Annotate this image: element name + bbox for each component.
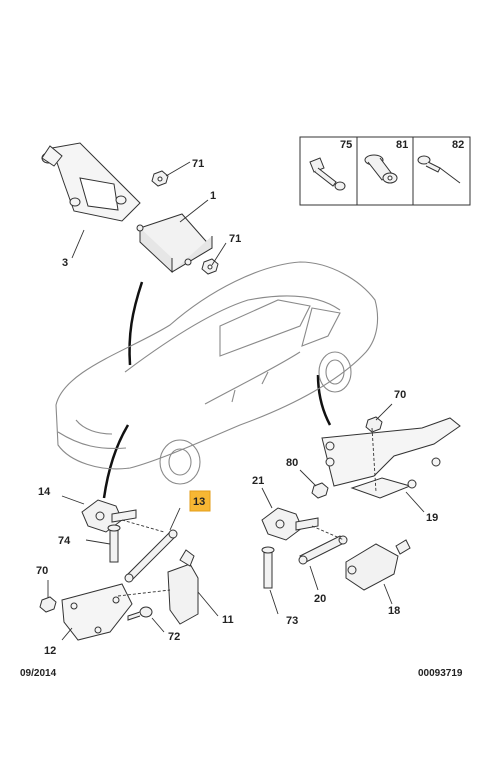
callout-80: 80: [286, 457, 298, 469]
footer-date: 09/2014: [20, 668, 57, 679]
link-part-21: [261, 507, 319, 541]
bolt-icon: [309, 157, 346, 191]
leader-lines-top: [71, 161, 227, 266]
legend-label-82: 82: [452, 139, 464, 151]
callout-72: 72: [168, 631, 180, 643]
callout-71-mid: 71: [229, 233, 241, 245]
bolt-part-74: [107, 524, 121, 563]
callout-14: 14: [38, 486, 51, 498]
legend-label-75: 75: [340, 139, 352, 151]
level-sensor-module-1: [136, 213, 213, 274]
footer-reference: 00093719: [418, 668, 463, 679]
callout-12: 12: [44, 645, 56, 657]
fastener-legend: [299, 136, 471, 206]
vehicle-outline: [55, 261, 379, 485]
callout-18: 18: [388, 605, 400, 617]
nut-part-70a: [365, 416, 383, 433]
callout-73: 73: [286, 615, 298, 627]
callout-21: 21: [252, 475, 264, 487]
link-part-14: [81, 499, 137, 533]
legend-label-81: 81: [396, 139, 408, 151]
callout-70-right: 70: [394, 389, 406, 401]
callout-20: 20: [314, 593, 326, 605]
screw-part-72: [127, 606, 153, 621]
highlight-box-13: [189, 490, 211, 512]
bolt-part-73: [261, 546, 275, 589]
nut-part-80: [311, 482, 329, 499]
callout-1: 1: [210, 190, 216, 202]
nut-part-70b: [39, 596, 57, 613]
rivet-icon: [417, 155, 461, 184]
leader-lines-bottom-right: [261, 487, 393, 615]
callout-11: 11: [222, 614, 234, 626]
rivet-nut-icon: [364, 154, 398, 184]
bracket-part-19: [321, 417, 461, 499]
rod-part-20: [298, 535, 348, 565]
bracket-part-12: [61, 583, 133, 641]
callout-3: 3: [62, 257, 68, 269]
sensor-part-18: [345, 539, 411, 591]
wiring-harness: [102, 281, 332, 499]
nut-part-71a: [151, 170, 169, 187]
nut-part-71b: [201, 258, 219, 275]
leader-lines-left: [47, 495, 219, 641]
sensor-part-11: [167, 549, 199, 625]
rod-part-13: [124, 529, 178, 583]
callout-13: 13: [193, 496, 205, 508]
callout-71-top: 71: [192, 158, 204, 170]
leader-lines-right: [299, 403, 425, 513]
bracket-part-3: [41, 142, 141, 222]
callout-19: 19: [426, 512, 438, 524]
callout-70-left: 70: [36, 565, 48, 577]
callout-74: 74: [58, 535, 71, 547]
